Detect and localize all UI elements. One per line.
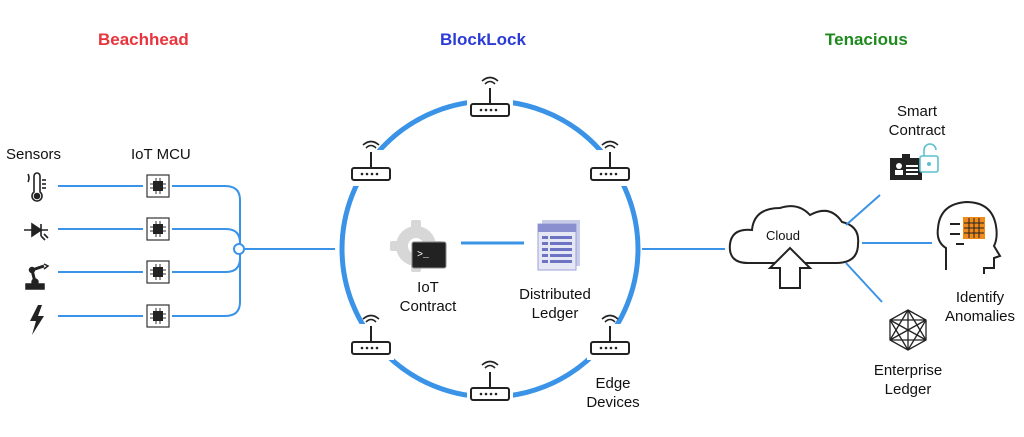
enterprise-ledger-line2: Ledger	[884, 381, 932, 398]
edge-routers	[348, 76, 633, 406]
router-icon	[348, 314, 394, 360]
distributed-ledger-label: Distributed Ledger	[505, 285, 605, 323]
ledger-document-icon	[537, 220, 580, 271]
router-icon	[587, 140, 633, 186]
identify-anomalies-label: Identify Anomalies	[938, 288, 1022, 326]
bus-junction	[233, 243, 245, 255]
photodiode-icon	[24, 222, 49, 241]
mcu-chip-icons	[146, 174, 170, 328]
network-mesh-icon	[889, 309, 927, 351]
enterprise-ledger-label: Enterprise Ledger	[866, 361, 950, 399]
router-icon	[467, 76, 513, 122]
iot-contract-label: IoT Contract	[393, 278, 463, 316]
mcu-chip-icon	[146, 174, 170, 198]
mcu-chip-icon	[146, 304, 170, 328]
upload-arrow-icon	[767, 246, 813, 289]
head-chip-icon	[936, 200, 1002, 274]
distributed-ledger-line2: Ledger	[531, 305, 579, 322]
smart-contract-line1: Smart	[896, 103, 937, 120]
id-card-lock-icon	[890, 143, 939, 180]
iot-contract-line1: IoT	[417, 279, 439, 296]
lightning-icon	[30, 305, 44, 335]
blocklock-title: BlockLock	[440, 30, 526, 49]
mcu-chip-icon	[146, 217, 170, 241]
beachhead-title: Beachhead	[98, 30, 189, 49]
mcu-bus	[172, 185, 335, 317]
mcu-chip-icon	[146, 260, 170, 284]
svg-text:>_: >_	[417, 250, 430, 261]
robot-arm-icon	[25, 263, 50, 290]
distributed-ledger-line1: Distributed	[519, 286, 591, 303]
identify-anomalies-line2: Anomalies	[944, 308, 1016, 325]
sensors-label: Sensors	[6, 146, 62, 163]
router-icon	[467, 360, 513, 406]
smart-contract-label: Smart Contract	[880, 102, 954, 140]
cloud-label: Cloud	[766, 228, 800, 243]
cloud-links	[845, 194, 932, 303]
tenacious-title: Tenacious	[825, 30, 908, 49]
thermometer-icon	[27, 172, 46, 202]
smart-contract-line2: Contract	[888, 122, 946, 139]
router-icon	[348, 140, 394, 186]
gear-terminal-icon: >_	[390, 220, 447, 272]
cloud-icon	[728, 205, 860, 264]
iot-contract-line2: Contract	[399, 298, 457, 315]
enterprise-ledger-line1: Enterprise	[873, 362, 943, 379]
router-icon	[587, 314, 633, 360]
edge-devices-label: Edge Devices	[580, 374, 646, 412]
iot-mcu-label: IoT MCU	[131, 146, 191, 163]
sensor-links	[58, 185, 143, 317]
identify-anomalies-line1: Identify	[955, 289, 1005, 306]
edge-devices-line1: Edge	[595, 375, 631, 392]
edge-devices-line2: Devices	[586, 394, 640, 411]
